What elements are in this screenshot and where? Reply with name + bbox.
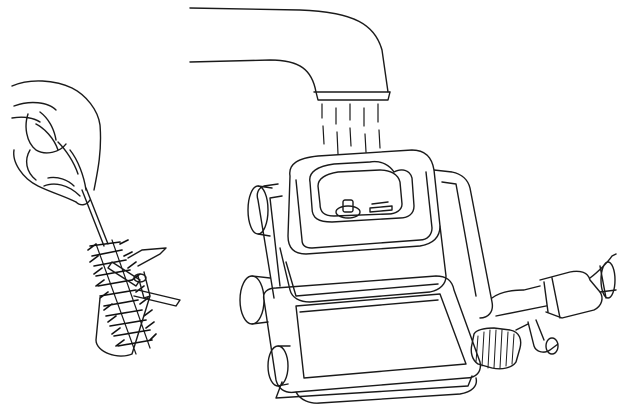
impeller-icon bbox=[108, 248, 180, 306]
suction-cup-icon bbox=[240, 186, 290, 386]
water-stream-icon bbox=[322, 104, 380, 154]
cleaning-brush-icon bbox=[82, 188, 156, 356]
adjustment-knob-icon bbox=[471, 328, 520, 369]
faucet-icon bbox=[190, 8, 390, 100]
aquarium-pump-icon bbox=[240, 150, 616, 403]
hand-icon bbox=[12, 81, 101, 205]
outlet-nozzle-icon bbox=[492, 254, 616, 354]
